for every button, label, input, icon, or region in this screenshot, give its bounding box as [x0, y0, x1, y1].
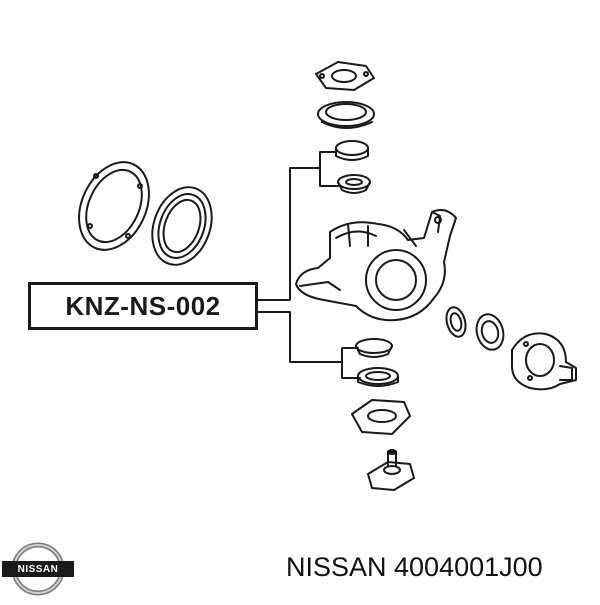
right-seal-ring-2 [475, 313, 505, 351]
nissan-logo-text: NISSAN [2, 561, 74, 577]
lower-bearing [355, 338, 393, 358]
lower-cap-stud [367, 449, 415, 491]
spindle-hub [511, 332, 577, 391]
upper-shim [317, 101, 375, 129]
lower-shim-plate [351, 399, 411, 435]
oem-caption: NISSAN 4004001J00 [286, 552, 543, 582]
oil-seal-ring [151, 186, 213, 266]
lower-bearing-race [357, 367, 399, 387]
nissan-logo: NISSAN [2, 540, 74, 598]
knuckle-housing [295, 209, 457, 322]
upper-bearing-race [337, 174, 371, 194]
gasket-ring-outer [78, 161, 150, 251]
top-cap-plate [315, 61, 375, 91]
upper-bearing [335, 140, 369, 161]
part-number-label: KNZ-NS-002 [65, 290, 221, 321]
leader-lines [257, 151, 361, 379]
right-seal-ring-1 [445, 306, 467, 338]
part-number-box: KNZ-NS-002 [28, 282, 258, 330]
